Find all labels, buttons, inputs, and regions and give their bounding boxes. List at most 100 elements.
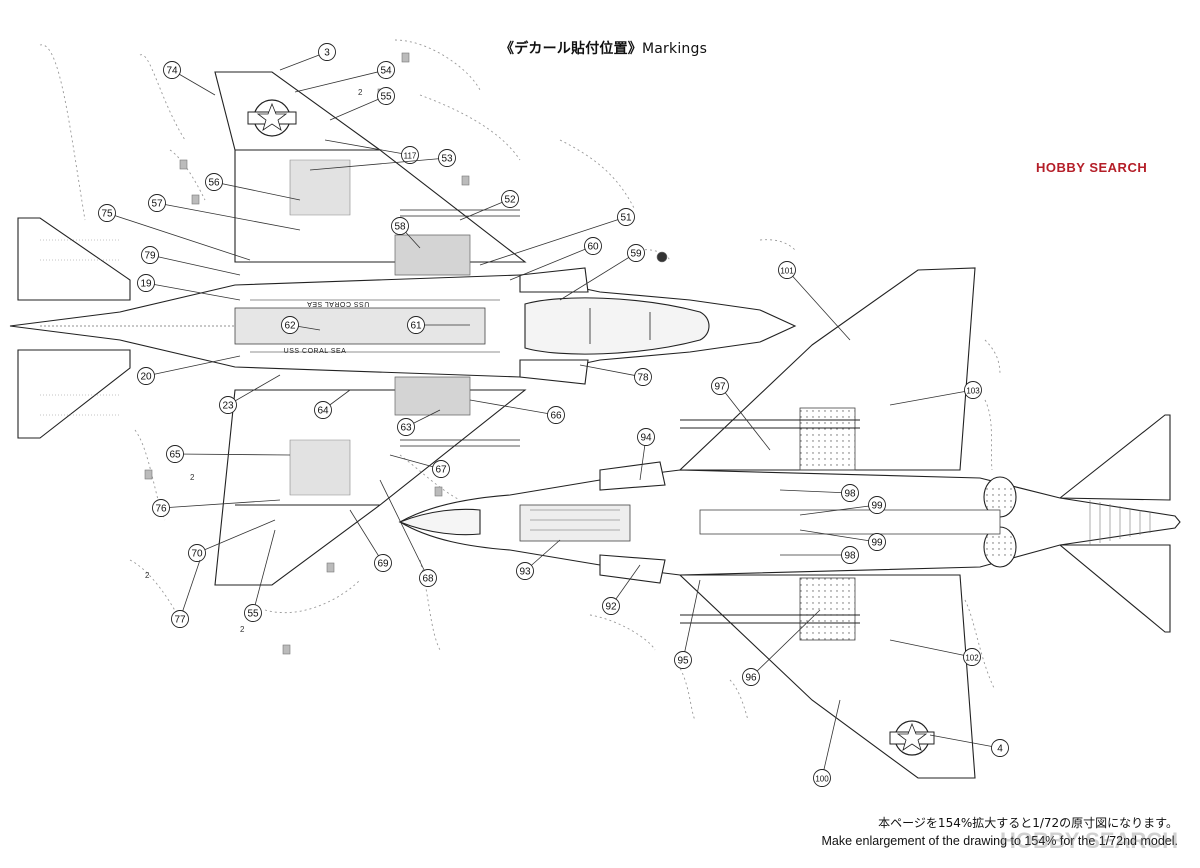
top-view-callout-circle (148, 194, 166, 212)
bottom-view-callout-number: 97 (714, 382, 726, 393)
top-view-leader-line (160, 499, 281, 509)
top-view-callout-number: 65 (169, 450, 181, 461)
decal-number-mark: 2 (358, 88, 363, 97)
top-view-callout-circle (397, 418, 415, 436)
top-view-callout-circle (98, 204, 116, 222)
top-view-callout-circle (166, 445, 184, 463)
bottom-view-leader-line (889, 639, 973, 658)
bottom-view-callout-number: 93 (519, 567, 531, 578)
bottom-view-callout-circle (711, 377, 729, 395)
top-view-leader-line (174, 453, 291, 456)
bottom-view-callout-circle (742, 668, 760, 686)
top-view-callout-circle (432, 460, 450, 478)
bottom-view-callout-circle (602, 597, 620, 615)
bottom-view-leader-line (889, 389, 974, 406)
watermark-bottom: HOBBY SEARCH (1000, 828, 1179, 853)
top-view-leader-line (252, 529, 276, 614)
top-view-callout-circle (219, 396, 237, 414)
top-view-leader-line (106, 212, 251, 261)
top-view-callout-number: 67 (435, 465, 447, 476)
bottom-view-callout-number: 4 (997, 744, 1003, 755)
top-view-callout-circle (205, 173, 223, 191)
bottom-view-aircraft (398, 267, 1181, 779)
bottom-view-leader-line (821, 699, 841, 779)
top-view-callout-circle (137, 274, 155, 292)
top-view-leader-line (459, 198, 511, 221)
top-view-callout-number: 19 (140, 279, 152, 290)
top-view-callout-number: 53 (441, 154, 453, 165)
bottom-view-leader-line (682, 579, 701, 661)
top-view-stabilator-upper (17, 217, 131, 301)
top-view-callout-circle (171, 610, 189, 628)
top-view-callout-number: 54 (380, 66, 392, 77)
bottom-view-leader-line (750, 609, 821, 678)
top-view-callout-circle (318, 43, 336, 61)
bottom-view-callout-number: 98 (844, 489, 856, 500)
bottom-view-callout-number: 103 (966, 387, 980, 396)
top-view-leader-line (329, 95, 387, 121)
bottom-view-callout-circle (964, 381, 982, 399)
top-view-leader-line (149, 254, 241, 276)
bottom-view-callout-number: 101 (780, 267, 794, 276)
top-view-callout-number: 68 (422, 574, 434, 585)
decal-number-mark: 2 (240, 625, 245, 634)
bottom-view-callout-circle (868, 533, 886, 551)
top-view-callout-number: 77 (174, 615, 186, 626)
top-view-callout-number: 56 (208, 178, 220, 189)
bottom-view-callout-number: 102 (965, 654, 979, 663)
bottom-view-callout-circle (813, 769, 831, 787)
bottom-view-callout-circle (991, 739, 1009, 757)
top-view-callout-number: 57 (151, 199, 163, 210)
top-view-callout-number: 75 (101, 209, 113, 220)
top-view-leader-line (309, 157, 448, 171)
top-view-callout-circle (244, 604, 262, 622)
top-view-callout-circle (547, 406, 565, 424)
top-view-callout-number: 63 (400, 423, 412, 434)
bottom-view-callout-circle (841, 484, 859, 502)
top-view-leader-line (559, 252, 637, 301)
top-view-callout-circle (137, 367, 155, 385)
title-jp: 《デカール貼付位置》 (500, 41, 642, 57)
top-view-callout-circle (163, 61, 181, 79)
top-view-callout-number: 74 (166, 66, 178, 77)
ship-marking-top: USS CORAL SEA (307, 300, 370, 307)
top-view-aircraft (9, 71, 797, 586)
top-view-upper-wing (214, 71, 527, 263)
bottom-view-callout-circle (963, 648, 981, 666)
top-view-callout-number: 79 (144, 251, 156, 262)
top-view-leader-line (579, 364, 644, 378)
bottom-view-callout-number: 99 (871, 538, 883, 549)
top-view-callout-number: 69 (377, 559, 389, 570)
top-view-callout-number: 78 (637, 373, 649, 384)
top-view-callout-circle (141, 246, 159, 264)
bottom-view-leader-line (929, 734, 1001, 749)
top-view-callout-number: 66 (550, 411, 562, 422)
top-view-callout-number: 23 (222, 401, 234, 412)
top-view-leader-line (479, 216, 627, 266)
bottom-view-callout-circle (868, 496, 886, 514)
small-decals (144, 52, 668, 655)
top-view-leader-line (469, 399, 557, 416)
top-view-callout-circle (152, 499, 170, 517)
bottom-view-callout-number: 95 (677, 656, 689, 667)
title-en: Markings (642, 41, 708, 57)
top-view-lower-wing (214, 389, 527, 586)
top-view-callout-circle (188, 544, 206, 562)
top-view-callout-number: 64 (317, 406, 329, 417)
top-view-callout-circle (314, 401, 332, 419)
top-view-leader-line (379, 479, 429, 579)
page-title: 《デカール貼付位置》Markings (500, 38, 707, 58)
top-view-callout-number: 51 (620, 213, 632, 224)
top-view-callout-circle (634, 368, 652, 386)
top-view-leader-line (196, 519, 276, 554)
top-view-leader-line (324, 139, 411, 156)
top-view-callout-number: 117 (404, 152, 417, 161)
top-view-leader-line (509, 245, 594, 281)
bottom-view-callout-number: 100 (815, 775, 829, 784)
top-view-callout-circle (377, 87, 395, 105)
top-view-callout-circle (438, 149, 456, 167)
top-view-callout-number: 61 (410, 321, 422, 332)
top-view-canopy (524, 297, 710, 355)
